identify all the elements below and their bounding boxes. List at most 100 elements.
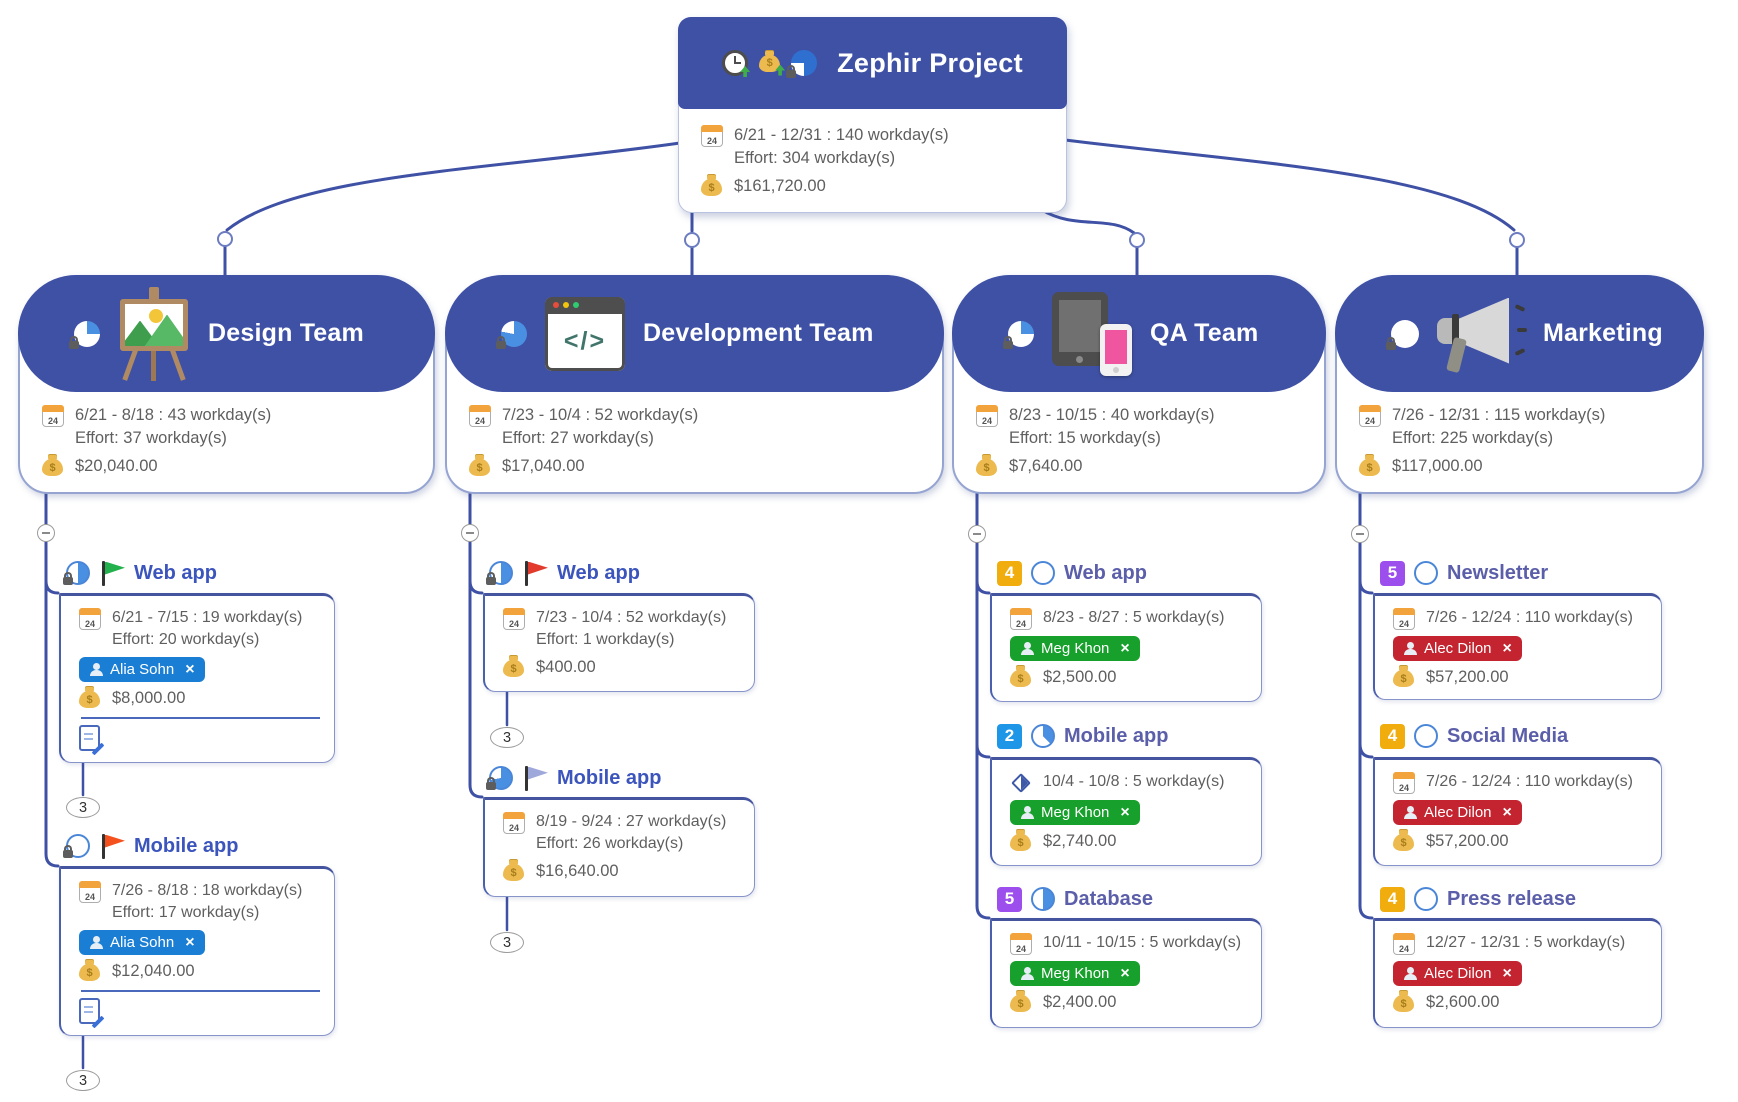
progress-0-icon[interactable]: [1414, 724, 1438, 748]
topic-title: Web app: [134, 561, 217, 584]
schedule-text: 7/26 - 12/31 : 115 workday(s): [1392, 406, 1606, 424]
topic-dev-web-app[interactable]: Web app: [486, 558, 640, 588]
topic-qa-database-card[interactable]: 24 10/11 - 10/15 : 5 workday(s) Meg Khon…: [990, 918, 1262, 1028]
periwinkle-flag-icon[interactable]: [522, 765, 548, 792]
branch-marketing-header[interactable]: Marketing: [1335, 275, 1704, 392]
branch-qa-team-header[interactable]: QA Team: [952, 275, 1326, 392]
subtopic-count-badge[interactable]: 3: [490, 727, 524, 748]
priority-4-icon[interactable]: 4: [1380, 723, 1405, 749]
progress-72-locked-icon[interactable]: [486, 766, 513, 790]
calendar-icon: 24: [79, 881, 101, 903]
collapse-button-marketing[interactable]: [1351, 525, 1369, 543]
connector: [975, 743, 991, 759]
notes-icon[interactable]: [79, 725, 100, 751]
money-bag-icon: $: [469, 455, 490, 476]
branch-design-team[interactable]: Design Team 24 6/21 - 8/18 : 43 workday(…: [18, 275, 435, 494]
assignee-tag[interactable]: Meg Khon ×: [1010, 636, 1140, 661]
branch-details: 24 8/23 - 10/15 : 40 workday(s) Effort: …: [976, 404, 1316, 476]
money-bag-icon: $: [1010, 991, 1031, 1012]
root-topic-zephir-project[interactable]: $ Zephir Project 24 6/21 - 12/31 : 140 w…: [678, 17, 1067, 213]
topic-qa-database[interactable]: 5 Database: [997, 884, 1153, 914]
assignee-tag[interactable]: Alia Sohn ×: [79, 930, 205, 955]
priority-5-icon[interactable]: 5: [997, 886, 1022, 912]
branch-development-team[interactable]: </> Development Team 24 7/23 - 10/4 : 52…: [445, 275, 944, 494]
money-bag-icon: $: [701, 175, 722, 196]
progress-0-icon[interactable]: [1414, 887, 1438, 911]
topic-dev-web-app-card[interactable]: 24 7/23 - 10/4 : 52 workday(s) Effort: 1…: [483, 593, 755, 692]
subtopic-count-badge[interactable]: 3: [66, 1070, 100, 1091]
cost-text: $2,740.00: [1043, 831, 1117, 850]
root-topic-header[interactable]: $ Zephir Project: [678, 17, 1067, 109]
collapse-button-qa[interactable]: [968, 525, 986, 543]
megaphone-icon: [1437, 294, 1527, 374]
assignee-tag[interactable]: Alec Dilon ×: [1393, 961, 1522, 986]
progress-50-icon[interactable]: [1031, 887, 1055, 911]
progress-50-locked-icon[interactable]: [63, 561, 90, 585]
priority-2-icon[interactable]: 2: [997, 723, 1022, 749]
red-flag-icon[interactable]: [522, 560, 548, 587]
branch-development-team-header[interactable]: </> Development Team: [445, 275, 944, 392]
priority-4-icon[interactable]: 4: [997, 560, 1022, 586]
topic-marketing-newsletter-card[interactable]: 24 7/26 - 12/24 : 110 workday(s) Alec Di…: [1373, 593, 1662, 700]
green-flag-icon[interactable]: [99, 560, 125, 587]
topic-qa-web-app[interactable]: 4 Web app: [997, 558, 1147, 588]
progress-0-icon[interactable]: [1031, 561, 1055, 585]
schedule-text: 6/21 - 7/15 : 19 workday(s): [112, 609, 303, 626]
connector: [1358, 579, 1374, 595]
topic-title: Web app: [1064, 561, 1147, 584]
joint-circle: [217, 231, 233, 247]
topic-marketing-press-release[interactable]: 4 Press release: [1380, 884, 1576, 914]
calendar-icon: 24: [1010, 933, 1032, 955]
progress-50-locked-icon[interactable]: [486, 561, 513, 585]
branch-qa-team[interactable]: QA Team 24 8/23 - 10/15 : 40 workday(s) …: [952, 275, 1326, 494]
progress-0-locked-icon[interactable]: [63, 834, 90, 858]
topic-qa-web-app-card[interactable]: 24 8/23 - 8/27 : 5 workday(s) Meg Khon ×…: [990, 593, 1262, 702]
topic-qa-mobile-app-card[interactable]: 10/4 - 10/8 : 5 workday(s) Meg Khon × $ …: [990, 757, 1262, 866]
progress-38-icon[interactable]: [1031, 724, 1055, 748]
connector: [975, 579, 991, 595]
topic-qa-mobile-app[interactable]: 2 Mobile app: [997, 721, 1168, 751]
branch-details: 24 6/21 - 8/18 : 43 workday(s) Effort: 3…: [42, 404, 425, 476]
money-bag-icon: $: [1393, 830, 1414, 851]
assignee-tag[interactable]: Alec Dilon ×: [1393, 800, 1522, 825]
priority-5-icon[interactable]: 5: [1380, 560, 1405, 586]
remove-assignee-icon[interactable]: ×: [1502, 964, 1512, 982]
money-bag-icon: $: [1010, 666, 1031, 687]
branch-marketing[interactable]: Marketing 24 7/26 - 12/31 : 115 workday(…: [1335, 275, 1704, 494]
topic-marketing-press-release-card[interactable]: 24 12/27 - 12/31 : 5 workday(s) Alec Dil…: [1373, 918, 1662, 1028]
effort-text: Effort: 20 workday(s): [112, 631, 260, 648]
branch-design-team-header[interactable]: Design Team: [18, 275, 435, 392]
badge-drop-lines: [81, 690, 509, 1070]
remove-assignee-icon[interactable]: ×: [185, 660, 195, 678]
remove-assignee-icon[interactable]: ×: [1120, 803, 1130, 821]
assignee-tag[interactable]: Alia Sohn ×: [79, 657, 205, 682]
assignee-tag[interactable]: Alec Dilon ×: [1393, 636, 1522, 661]
subtopic-count-badge[interactable]: 3: [66, 797, 100, 818]
remove-assignee-icon[interactable]: ×: [185, 933, 195, 951]
notes-icon[interactable]: [79, 998, 100, 1024]
topic-marketing-newsletter[interactable]: 5 Newsletter: [1380, 558, 1548, 588]
topic-design-web-app-card[interactable]: 24 6/21 - 7/15 : 19 workday(s) Effort: 2…: [59, 593, 335, 763]
assignee-tag[interactable]: Meg Khon ×: [1010, 800, 1140, 825]
remove-assignee-icon[interactable]: ×: [1502, 803, 1512, 821]
remove-assignee-icon[interactable]: ×: [1502, 639, 1512, 657]
effort-text: Effort: 37 workday(s): [75, 429, 227, 447]
orange-flag-icon[interactable]: [99, 833, 125, 860]
remove-assignee-icon[interactable]: ×: [1120, 964, 1130, 982]
subtopic-count-badge[interactable]: 3: [490, 932, 524, 953]
topic-dev-mobile-app-card[interactable]: 24 8/19 - 9/24 : 27 workday(s) Effort: 2…: [483, 797, 755, 897]
topic-dev-mobile-app[interactable]: Mobile app: [486, 763, 661, 793]
collapse-button-development[interactable]: [461, 524, 479, 542]
progress-0-icon[interactable]: [1414, 561, 1438, 585]
topic-title: Mobile app: [1064, 724, 1169, 747]
topic-marketing-social-media[interactable]: 4 Social Media: [1380, 721, 1568, 751]
remove-assignee-icon[interactable]: ×: [1120, 639, 1130, 657]
collapse-button-design[interactable]: [37, 524, 55, 542]
topic-design-mobile-app[interactable]: Mobile app: [63, 831, 238, 861]
topic-design-mobile-app-card[interactable]: 24 7/26 - 8/18 : 18 workday(s) Effort: 1…: [59, 866, 335, 1036]
topic-marketing-social-media-card[interactable]: 24 7/26 - 12/24 : 110 workday(s) Alec Di…: [1373, 757, 1662, 866]
topic-design-web-app[interactable]: Web app: [63, 558, 217, 588]
priority-4-icon[interactable]: 4: [1380, 886, 1405, 912]
assignee-tag[interactable]: Meg Khon ×: [1010, 961, 1140, 986]
connector: [1063, 138, 1516, 232]
